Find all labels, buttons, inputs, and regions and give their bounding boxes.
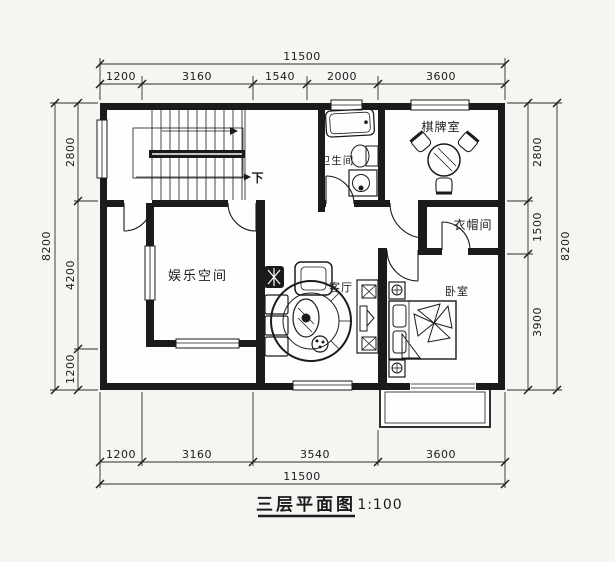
drawing-scale: 1:100	[357, 497, 402, 513]
dim-right-seg-2: 3900	[531, 307, 544, 337]
wall-chess-bottom	[425, 200, 505, 207]
stair-down-arrow	[136, 173, 251, 181]
stair-direction-label: 下	[251, 171, 264, 185]
chess-chair-bottom	[435, 177, 453, 195]
blanket-fold	[401, 332, 421, 359]
dimension-left: 2800 4200 1200 8200	[40, 98, 98, 395]
dimension-top: 11500 1200 3160 1540 2000 3600	[95, 50, 510, 100]
wall-bath-left	[318, 103, 325, 212]
dim-right-seg-0: 2800	[531, 137, 544, 167]
dim-left-seg-1: 4200	[64, 260, 77, 290]
wall-bath-chess-divider	[378, 103, 385, 200]
chess-chair-left	[409, 130, 432, 153]
staircase	[132, 110, 251, 200]
room-label-living: 客厅	[329, 280, 353, 294]
dimension-bottom: 1200 3160 3540 3600 11500	[95, 392, 510, 489]
living-room-furniture	[264, 261, 379, 362]
wall-bath-bottom-a	[318, 200, 326, 207]
toilet	[348, 169, 378, 197]
room-label-chess: 棋牌室	[421, 119, 460, 134]
wall-right	[498, 103, 505, 390]
dim-left-total: 8200	[40, 231, 53, 261]
dimension-right: 2800 1500 3900 8200	[507, 98, 572, 395]
wall-cloak-left	[418, 200, 427, 255]
bedroom-furniture	[388, 281, 457, 378]
stair-treads	[151, 110, 246, 200]
chess-table	[427, 143, 461, 177]
windows	[96, 99, 476, 391]
room-label-bathroom: 卫生间	[320, 154, 355, 167]
wall-left	[100, 103, 107, 390]
chess-room-furniture	[409, 130, 480, 195]
window-living-bottom	[292, 380, 353, 391]
wall-ent-right	[256, 200, 265, 383]
title-block: 三层平面图 1:100	[256, 495, 402, 518]
speaker-bottom	[361, 336, 377, 351]
bed-frame	[388, 300, 457, 360]
quilt-pinwheel	[413, 303, 453, 343]
dim-top-seg-0: 1200	[106, 70, 136, 83]
window-ent-bottom	[175, 338, 240, 349]
window-bathroom-top	[330, 99, 363, 111]
wall-bath-bottom-b	[354, 200, 390, 207]
dim-top-seg-1: 3160	[182, 70, 212, 83]
dim-top-total: 11500	[283, 50, 321, 63]
dim-bottom-seg-3: 3600	[426, 448, 456, 461]
dim-left-seg-0: 2800	[64, 137, 77, 167]
door-bedroom	[386, 249, 419, 282]
bathtub	[324, 108, 376, 138]
pillow-1	[392, 304, 407, 328]
window-chess-top	[410, 99, 470, 111]
drawing-title: 三层平面图	[256, 495, 356, 515]
pillow-2	[392, 330, 407, 354]
bathroom-fixtures	[324, 108, 379, 197]
wall-top	[100, 103, 505, 110]
wall-cloak-bottom-b	[468, 248, 505, 255]
door-entertainment-right	[227, 202, 257, 232]
room-label-bedroom: 卧室	[445, 284, 469, 298]
plant-stand	[264, 266, 284, 288]
door-chess-room	[389, 202, 426, 239]
room-label-cloak: 衣帽间	[453, 217, 492, 232]
room-label-entertainment: 娱乐空间	[168, 269, 228, 284]
dim-right-total: 8200	[559, 231, 572, 261]
dim-top-seg-2: 1540	[265, 70, 295, 83]
dim-left-seg-2: 1200	[64, 354, 77, 384]
dim-bottom-total: 11500	[283, 470, 321, 483]
chess-chair-right	[457, 130, 480, 153]
nightstand-top	[388, 281, 406, 300]
balcony-threshold	[410, 382, 476, 391]
stool	[311, 335, 329, 353]
stair-up-arrow	[162, 127, 238, 135]
window-ent-left	[144, 245, 156, 301]
nightstand-bottom	[388, 359, 406, 378]
wall-stairhall-a	[100, 200, 124, 207]
coffee-table	[292, 298, 320, 338]
tv-set	[359, 305, 375, 332]
dim-right-seg-1: 1500	[531, 212, 544, 242]
extension-lines-bottom	[99, 392, 506, 488]
dim-top-seg-4: 3600	[426, 70, 456, 83]
dim-bottom-seg-0: 1200	[106, 448, 136, 461]
extension-lines-top	[99, 58, 506, 100]
wall-living-bed-divider	[378, 248, 387, 383]
door-bathroom	[325, 175, 355, 205]
sofa-armchair-top	[294, 261, 333, 296]
door-cloakroom	[441, 221, 471, 251]
doors	[123, 175, 471, 282]
wall-cloak-bottom-a	[418, 248, 442, 255]
washbasin	[350, 144, 379, 168]
dim-bottom-seg-1: 3160	[182, 448, 212, 461]
window-stair-left	[96, 119, 108, 179]
tv-cabinet	[356, 279, 379, 354]
sofa-seats-left	[264, 294, 289, 357]
wall-stairhall-b	[152, 200, 228, 207]
dim-bottom-seg-2: 3540	[300, 448, 330, 461]
dim-top-seg-3: 2000	[327, 70, 357, 83]
door-entertainment-left	[123, 202, 153, 232]
room-labels: 娱乐空间 客厅 卧室 卫生间 棋牌室 衣帽间 下	[168, 119, 492, 298]
speaker-top	[361, 284, 377, 299]
